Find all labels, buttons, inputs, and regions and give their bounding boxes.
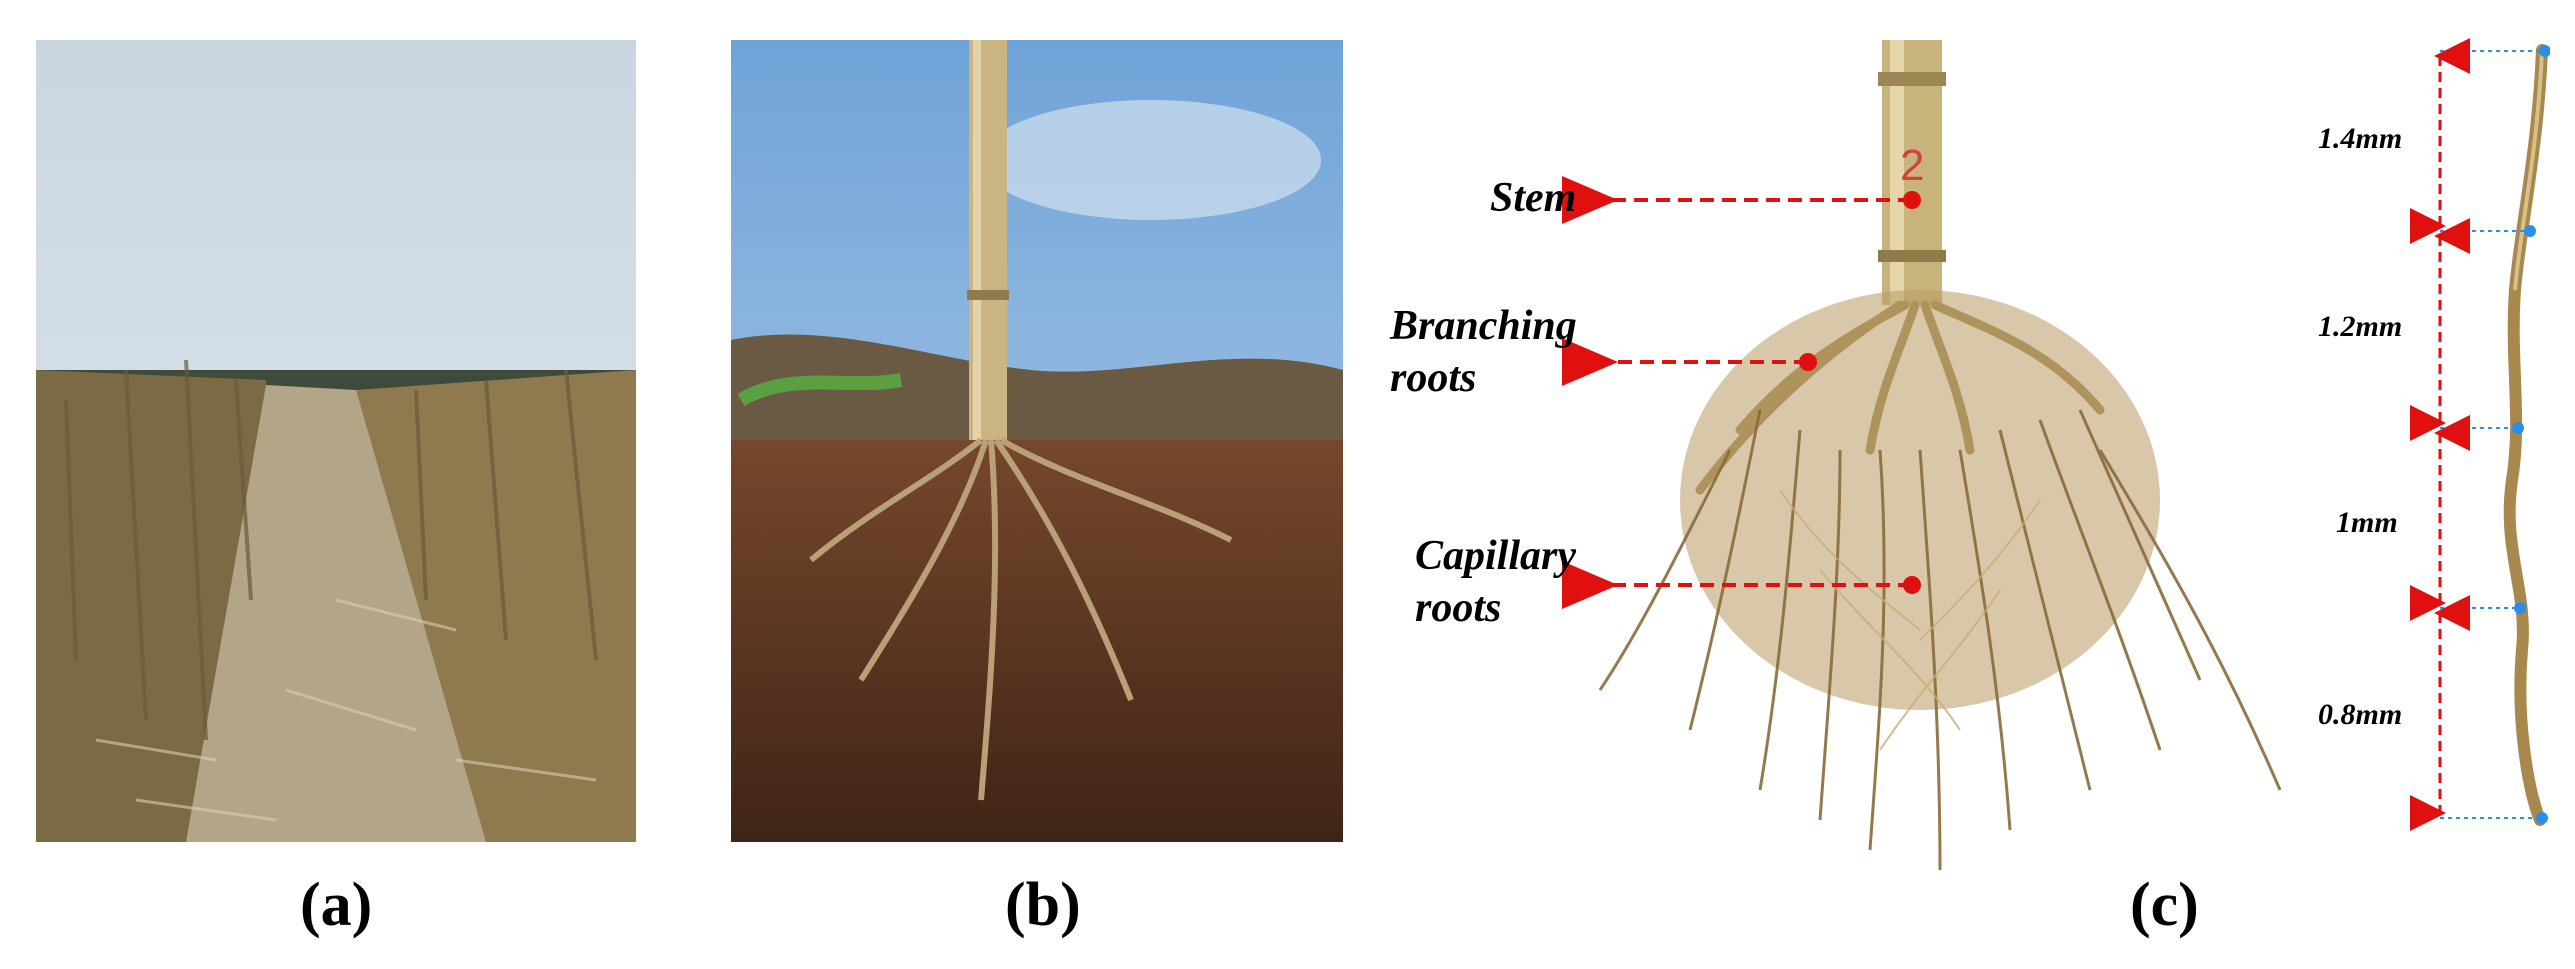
- capillary-pointer: [1562, 561, 1921, 609]
- dimension-label-1: 1.4mm: [2318, 122, 2403, 155]
- label-capillary-line1: Capillary: [1415, 533, 1577, 579]
- svg-text:2: 2: [1900, 141, 1924, 190]
- single-root-specimen: [2503, 44, 2548, 826]
- root-system-diagram: 2: [1562, 37, 2550, 871]
- label-stem: Stem: [1490, 175, 1577, 221]
- photo-corn-field: [36, 40, 636, 842]
- caption-b: (b): [1005, 871, 1081, 939]
- label-branching-roots: Branching roots: [1390, 300, 1577, 404]
- dimension-label-4: 0.8mm: [2318, 698, 2403, 731]
- dimension-label-2: 1.2mm: [2318, 310, 2403, 343]
- caption-c: (c): [2130, 871, 2199, 939]
- caption-a: (a): [300, 871, 373, 939]
- branching-pointer: [1562, 338, 1817, 386]
- dimension-guides: [2410, 37, 2550, 831]
- stem-pointer: [1562, 176, 1921, 224]
- dimension-label-3: 1mm: [2336, 506, 2398, 539]
- label-branching-line2: roots: [1390, 355, 1477, 401]
- stem-shape: 2: [1878, 40, 1946, 305]
- photo-stem-in-soil: [731, 40, 1343, 842]
- label-capillary-roots: Capillary roots: [1415, 530, 1576, 634]
- label-branching-line1: Branching: [1390, 303, 1577, 349]
- label-capillary-line2: roots: [1415, 585, 1502, 631]
